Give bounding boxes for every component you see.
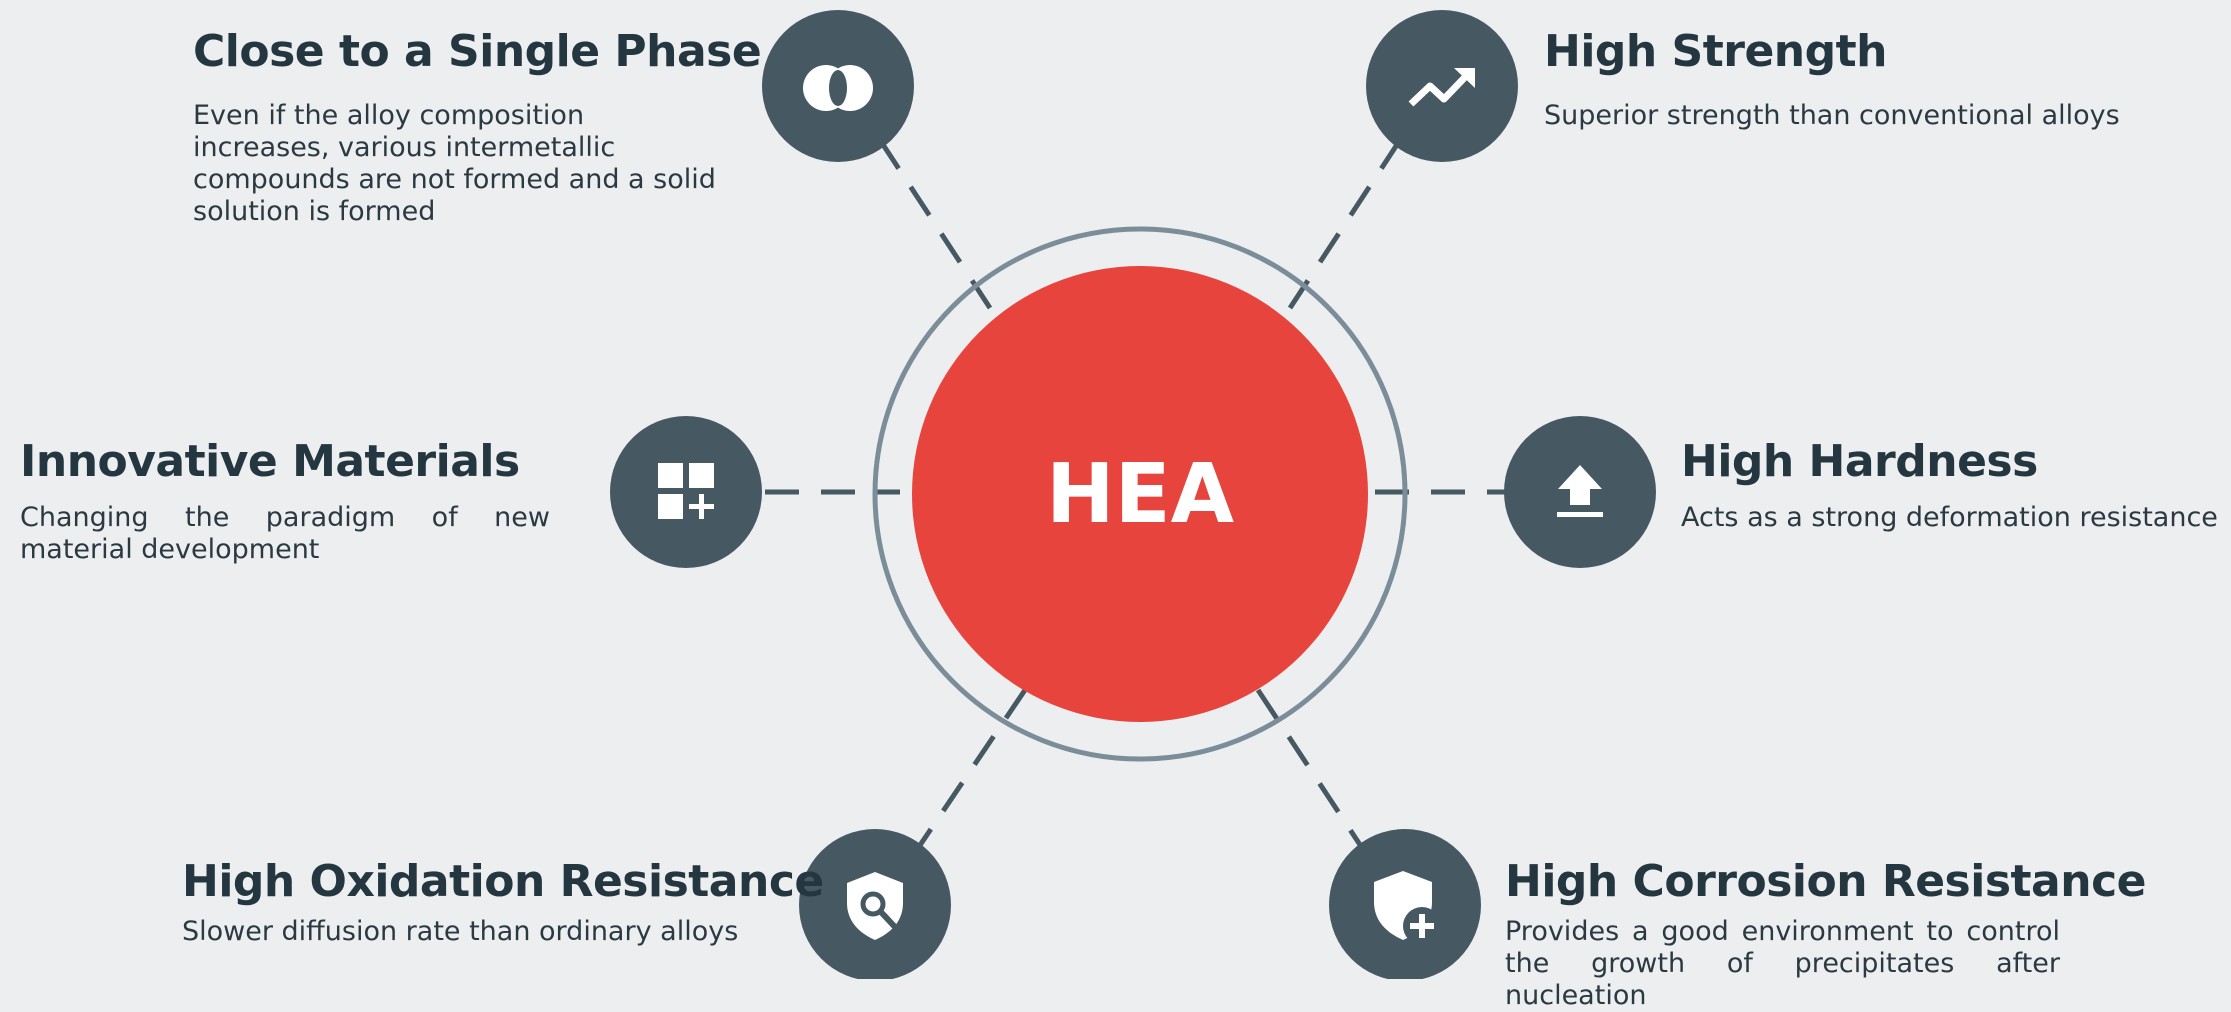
feature-title-high-strength: High Strength (1544, 26, 1888, 77)
connector-oxidation (907, 688, 1028, 862)
hea-diagram: HEA (610, 10, 1656, 979)
feature-desc-corrosion: Provides a good environment to control t… (1505, 916, 2060, 1011)
connector-high-strength (1287, 138, 1403, 310)
feature-title-single-phase: Close to a Single Phase (193, 26, 762, 77)
node-single-phase (762, 10, 914, 162)
feature-title-corrosion: High Corrosion Resistance (1505, 856, 2147, 907)
center-circle (912, 266, 1368, 722)
feature-desc-single-phase: Even if the alloy composition increases,… (193, 100, 716, 227)
feature-title-oxidation: High Oxidation Resistance (182, 856, 824, 907)
node-corrosion (1329, 829, 1481, 979)
trending-up-icon (1408, 68, 1475, 107)
feature-desc-high-hardness: Acts as a strong deformation resistance (1681, 502, 2218, 533)
node-oxidation (799, 829, 951, 979)
feature-title-high-hardness: High Hardness (1681, 436, 2038, 487)
connector-single-phase (877, 138, 993, 310)
shield-search-icon (847, 872, 903, 940)
feature-desc-oxidation: Slower diffusion rate than ordinary allo… (182, 916, 739, 947)
upload-arrow-icon (1557, 465, 1603, 517)
overlapping-circles-icon (803, 65, 873, 111)
center-label: HEA (1046, 447, 1235, 542)
feature-desc-innovative: Changing the paradigm of new material de… (20, 502, 550, 565)
feature-desc-high-strength: Superior strength than conventional allo… (1544, 100, 2120, 131)
node-high-strength (1366, 10, 1518, 162)
node-innovative (610, 416, 762, 568)
center-ring (872, 226, 1408, 762)
add-grid-icon (658, 463, 714, 519)
shield-plus-icon (1374, 871, 1441, 945)
feature-title-innovative: Innovative Materials (20, 436, 520, 487)
node-high-hardness (1504, 416, 1656, 568)
connector-corrosion (1255, 688, 1373, 862)
